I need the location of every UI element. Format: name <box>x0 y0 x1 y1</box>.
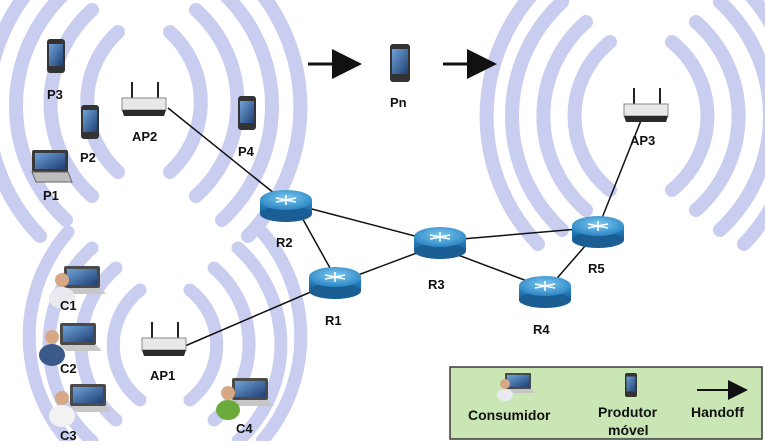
label-ap3: AP3 <box>630 133 655 148</box>
link-r2-r3 <box>307 207 431 241</box>
legend-box <box>449 366 763 440</box>
netbook-p1 <box>31 150 73 183</box>
label-p4: P4 <box>238 144 255 159</box>
label-r1: R1 <box>325 313 342 328</box>
label-r3: R3 <box>428 277 445 292</box>
label-r4: R4 <box>533 322 550 337</box>
access-point-ap1 <box>141 322 187 356</box>
legend-handoff-label: Handoff <box>691 404 744 420</box>
label-pn: Pn <box>390 95 407 110</box>
legend-producer-label-line1: Produtor <box>598 404 658 420</box>
legend-consumer-icon <box>497 373 535 401</box>
label-p3: P3 <box>47 87 63 102</box>
access-point-ap2 <box>121 82 167 116</box>
consumer-c1 <box>49 266 106 309</box>
link-ap2-r2 <box>167 107 281 199</box>
consumer-c2 <box>39 323 102 366</box>
smartphone-p3 <box>47 39 65 73</box>
label-ap1: AP1 <box>150 368 175 383</box>
access-point-ap3 <box>623 88 669 122</box>
label-c2: C2 <box>60 361 77 376</box>
smartphone-p2 <box>81 105 99 139</box>
router-r3 <box>414 227 466 259</box>
smartphone-p4 <box>238 96 256 130</box>
wireless-waves-ap2 <box>0 0 308 243</box>
smartphone-pn <box>390 44 410 82</box>
legend: Consumidor Produtor móvel Handoff <box>449 366 763 440</box>
consumer-c3 <box>49 384 112 427</box>
network-links <box>167 107 643 347</box>
link-r3-r4 <box>449 251 536 285</box>
consumer-c4 <box>216 378 274 420</box>
link-r3-r5 <box>449 227 591 241</box>
link-r2-r1 <box>299 213 331 269</box>
label-c4: C4 <box>236 421 253 436</box>
label-r2: R2 <box>276 235 293 250</box>
label-p1: P1 <box>43 188 59 203</box>
label-ap2: AP2 <box>132 129 157 144</box>
label-p2: P2 <box>80 150 96 165</box>
link-ap1-r1 <box>184 287 321 347</box>
label-r5: R5 <box>588 261 605 276</box>
legend-producer-label-line2: móvel <box>608 422 648 438</box>
label-c1: C1 <box>60 298 77 313</box>
wireless-waves-ap3 <box>479 0 765 251</box>
router-r5 <box>572 216 624 248</box>
link-ap3-r5 <box>601 117 643 219</box>
router-r4 <box>519 276 571 308</box>
router-r2 <box>260 190 312 222</box>
label-c3: C3 <box>60 428 77 441</box>
legend-consumer-label: Consumidor <box>468 407 551 423</box>
legend-producer-icon <box>625 373 637 397</box>
router-r1 <box>309 267 361 299</box>
